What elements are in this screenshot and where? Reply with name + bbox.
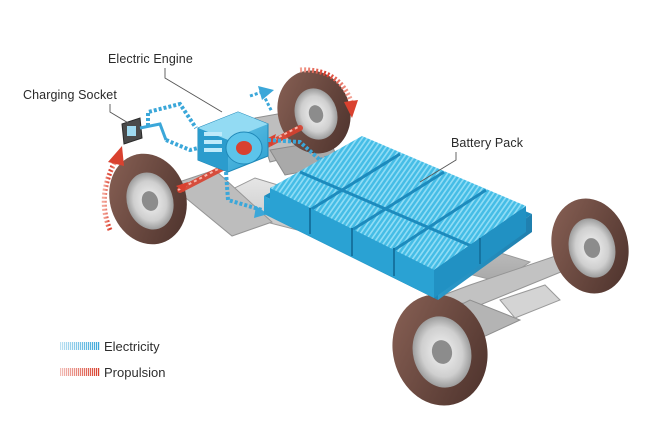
wheel-front-left: [392, 294, 488, 406]
wheel-front-right: [551, 198, 629, 294]
legend-electricity-label: Electricity: [104, 339, 160, 354]
propulsion-arrow-right: [344, 100, 358, 118]
electricity-arrow-1: [258, 86, 274, 100]
electric-engine-label: Electric Engine: [108, 52, 193, 66]
battery-pack-label: Battery Pack: [451, 136, 524, 150]
legend-propulsion-label: Propulsion: [104, 365, 166, 380]
electricity-arrow-2: [254, 206, 268, 218]
electric-engine: [197, 111, 269, 173]
charging-socket: [121, 117, 168, 145]
battery-pack: [264, 136, 532, 300]
propulsion-arrow-left: [108, 146, 124, 166]
wheel-rear-left: [109, 153, 187, 245]
charging-socket-label: Charging Socket: [23, 88, 117, 102]
